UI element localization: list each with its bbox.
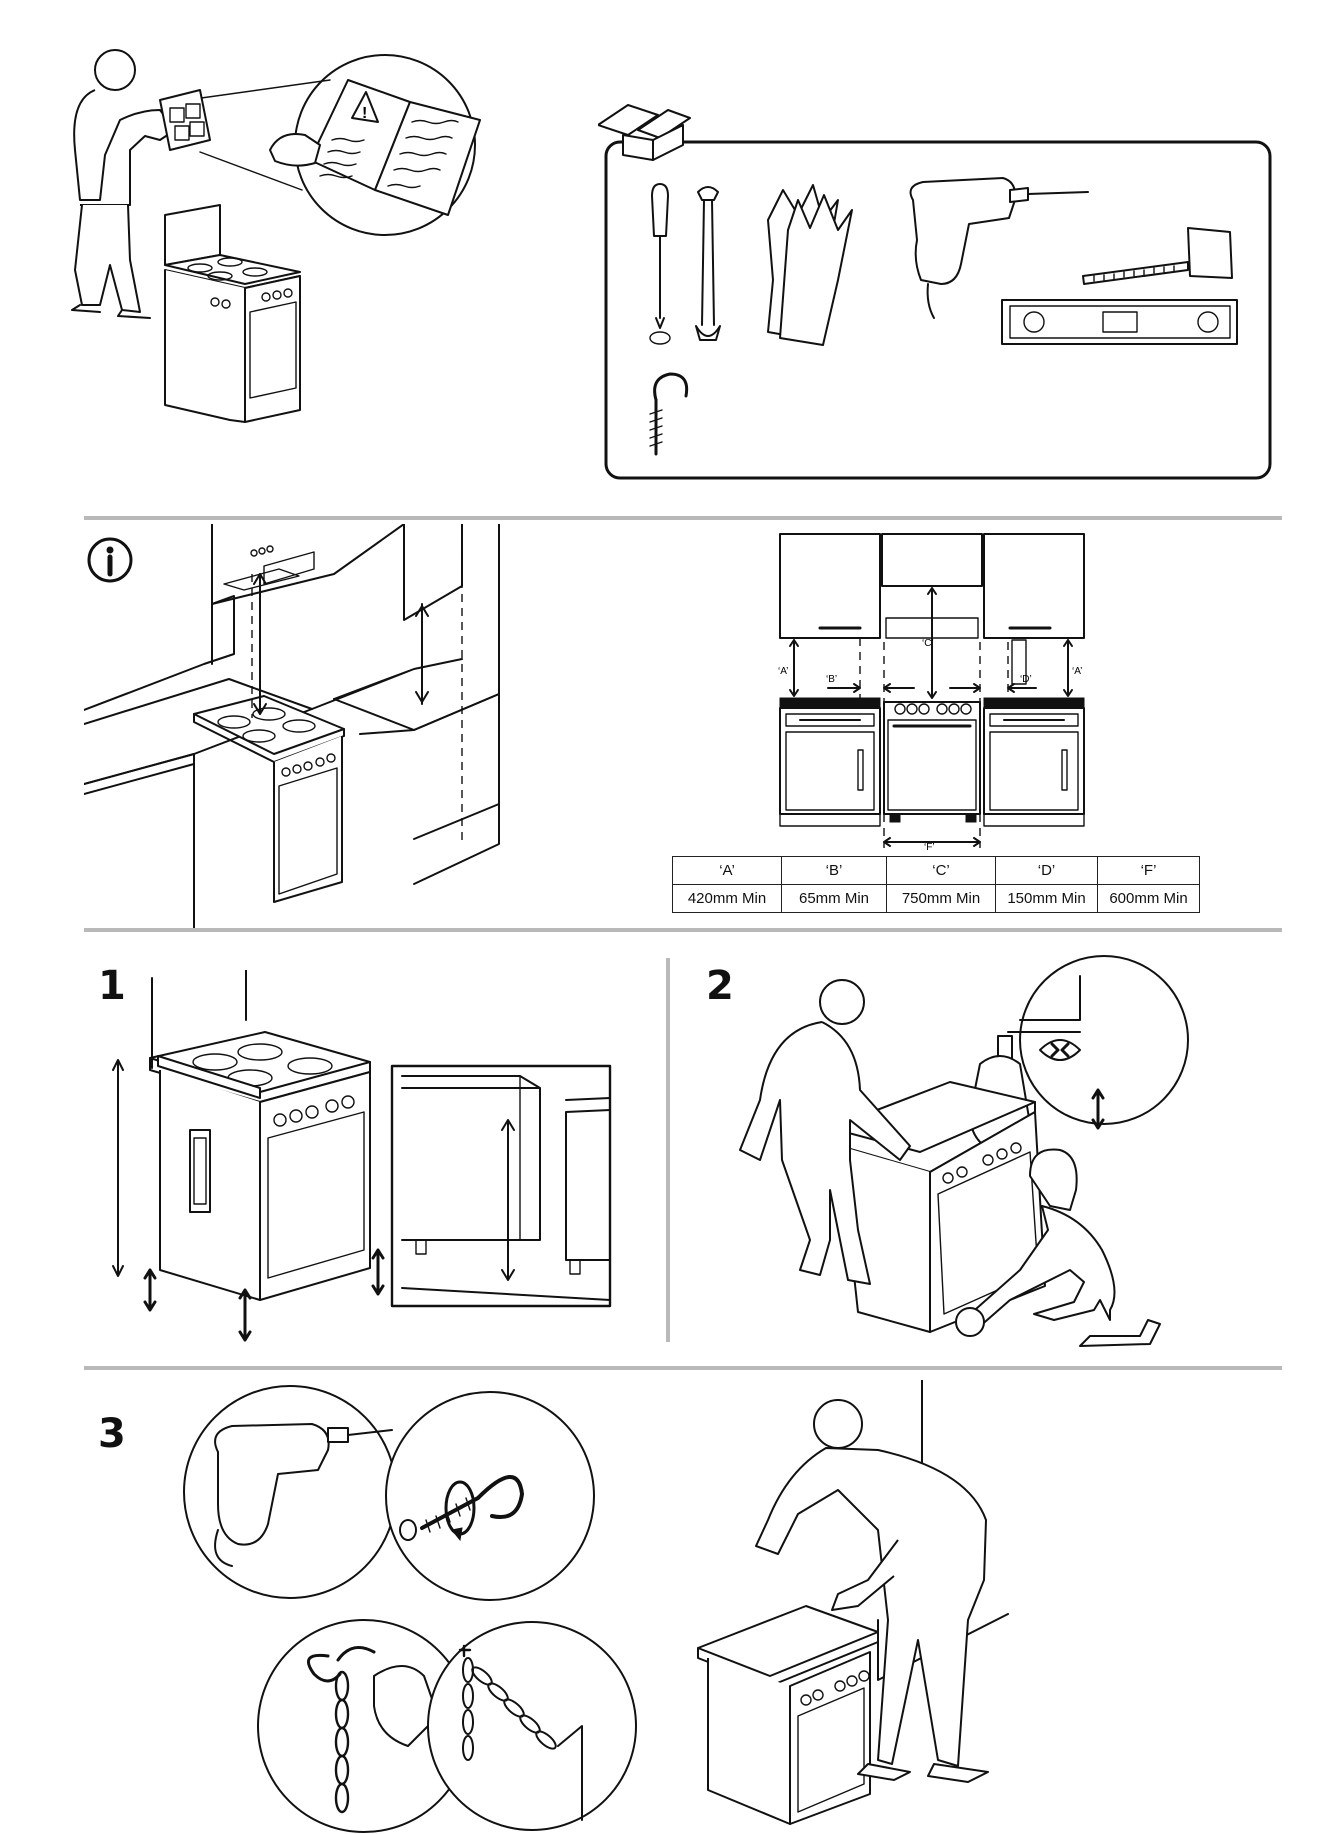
- cooker-in-slot: [194, 696, 344, 902]
- spirit-level-vertical: [190, 1130, 210, 1212]
- divider-1: [84, 516, 1282, 520]
- divider-3: [84, 1366, 1282, 1370]
- label-c: ‘C’: [922, 638, 934, 649]
- tape-measure-icon: [1083, 228, 1232, 284]
- table-row: 420mm Min 65mm Min 750mm Min 150mm Min 6…: [673, 885, 1200, 913]
- table-header-cell: ‘A’: [673, 857, 782, 885]
- gloves-icon: [768, 185, 852, 345]
- clearance-table: ‘A’ ‘B’ ‘C’ ‘D’ ‘F’ 420mm Min 65mm Min 7…: [672, 856, 1200, 913]
- cooker-against-wall: [698, 1606, 878, 1824]
- kitchen-perspective-illustration: [84, 524, 594, 928]
- chain-attached-zoom-circle: [428, 1622, 636, 1830]
- cooker-small: [165, 205, 300, 422]
- tools-panel: [598, 100, 1278, 485]
- label-f: ‘F’: [924, 842, 935, 853]
- step2-two-person-lift-illustration: [730, 940, 1240, 1360]
- spirit-level-icon: [1002, 300, 1237, 344]
- drill-icon: [911, 178, 1088, 318]
- table-cell: 750mm Min: [887, 885, 996, 913]
- clearance-diagram: ‘A’ ‘B’ ‘C’ ‘D’ ‘A’ ‘F’: [760, 530, 1110, 856]
- step3-anti-tilt-chain-illustration: [178, 1380, 1228, 1834]
- info-icon: [89, 539, 131, 581]
- table-header-cell: ‘D’: [996, 857, 1098, 885]
- table-cell: 150mm Min: [996, 885, 1098, 913]
- table-cell: 420mm Min: [673, 885, 782, 913]
- drill-zoom-circle: [184, 1386, 396, 1598]
- table-header-cell: ‘B’: [782, 857, 887, 885]
- table-header-cell: ‘F’: [1098, 857, 1200, 885]
- label-b: ‘B’: [826, 674, 837, 685]
- step1-levelling-illustration: [110, 970, 620, 1345]
- vertical-divider: [666, 958, 670, 1342]
- step-number-3: 3: [98, 1414, 126, 1454]
- table-cell: 600mm Min: [1098, 885, 1200, 913]
- label-a-right: ‘A’: [1072, 666, 1082, 677]
- hook-zoom-circle: [386, 1392, 594, 1600]
- wrench-icon: [696, 187, 720, 340]
- reading-manual-illustration: !: [70, 40, 510, 470]
- toolbox-icon: [598, 105, 690, 160]
- screw-hook-icon: [650, 374, 687, 454]
- cooker-with-level: [150, 1032, 370, 1300]
- divider-2: [84, 928, 1282, 932]
- table-header-cell: ‘C’: [887, 857, 996, 885]
- svg-text:!: !: [362, 105, 367, 122]
- table-cell: 65mm Min: [782, 885, 887, 913]
- screwdriver-icon: [650, 184, 670, 344]
- table-header-row: ‘A’ ‘B’ ‘C’ ‘D’ ‘F’: [673, 857, 1200, 885]
- label-a-left: ‘A’: [778, 666, 788, 677]
- label-d: ‘D’: [1020, 674, 1032, 685]
